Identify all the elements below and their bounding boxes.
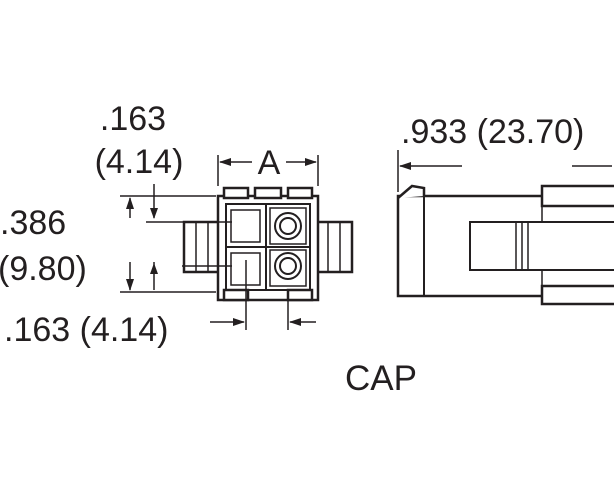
terminal-pin	[279, 217, 297, 235]
dimension-label-top-mm: (4.14)	[95, 143, 184, 181]
dimension-height	[120, 195, 232, 293]
terminal-cavity	[269, 207, 307, 245]
dimension-label-top-inch: .163	[100, 100, 166, 138]
dimension-a	[217, 155, 319, 186]
top-rib	[222, 186, 250, 200]
dimension-label-height-mm: (9.80)	[0, 250, 87, 288]
arrowhead	[150, 263, 158, 274]
arrowhead	[289, 318, 301, 326]
dimension-length	[397, 150, 612, 192]
side-housing	[396, 194, 614, 298]
terminal-pin	[279, 257, 297, 275]
dimension-label-length: .933 (23.70)	[401, 113, 584, 151]
left-latch	[182, 220, 222, 274]
dimension-label-bottom: .163 (4.14)	[4, 311, 168, 349]
arrowhead	[126, 279, 134, 291]
arrowhead	[150, 208, 158, 219]
part-name-label: CAP	[345, 359, 417, 398]
dimension-label-height-inch: .386	[0, 204, 66, 242]
dimension-bottom-pitch	[210, 260, 316, 330]
bottom-rib	[222, 288, 250, 302]
bottom-rib	[286, 288, 314, 302]
arrowhead	[399, 162, 411, 170]
right-latch	[314, 220, 354, 274]
dimension-label-a: A	[258, 144, 281, 182]
terminal-cavity	[269, 249, 307, 287]
side-latch	[469, 221, 614, 271]
arrowhead	[233, 318, 245, 326]
terminal-ring	[274, 252, 302, 280]
side-view	[396, 184, 614, 306]
terminal-ring	[274, 212, 302, 240]
arrowhead	[126, 197, 134, 209]
top-rib	[253, 186, 283, 200]
dimension-top-pitch	[146, 184, 232, 223]
arrowhead	[305, 158, 317, 166]
cavity	[230, 209, 261, 243]
side-hook	[397, 184, 426, 199]
top-rib	[286, 186, 314, 200]
side-rib-bottom	[540, 284, 614, 306]
front-view	[182, 186, 354, 302]
arrowhead	[219, 158, 231, 166]
side-rib-top	[540, 184, 614, 208]
